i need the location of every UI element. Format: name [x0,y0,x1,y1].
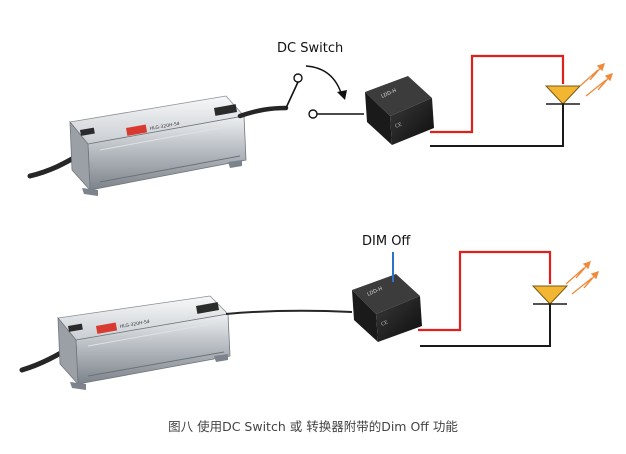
top-negative-wire [430,104,564,147]
bottom-positive-wire [418,250,552,332]
dim-off-label: DIM Off [362,234,411,249]
top-driver-label: HLG-320H-54 [149,121,180,132]
figure-caption: 图八 使用DC Switch 或 转换器附带的Dim Off 功能 [168,419,458,434]
switch-action-arrow [305,65,343,97]
bottom-ldd-converter: LDD-H CE [352,274,422,342]
bottom-diagram: HLG-320H-54 LDD-H CE DIM Off [19,234,600,390]
top-led-driver: HLG-320H-54 [69,95,247,196]
top-light-arrows [579,62,614,97]
bottom-output-cable [225,309,353,315]
bottom-driver-label: HLG-320H-54 [119,319,150,330]
top-output-cable [237,105,289,119]
top-ldd-converter: LDD-H CE [365,76,434,145]
bottom-light-arrows [565,260,600,295]
dc-switch-label: DC Switch [277,41,343,56]
svg-text:CE: CE [380,320,389,328]
svg-text:CE: CE [394,122,403,130]
bottom-led-icon [531,285,569,305]
bottom-negative-wire [420,304,551,347]
bottom-led-driver: HLG-320H-54 [57,295,231,390]
top-positive-wire [430,54,565,134]
dc-switch-symbol [285,65,364,119]
top-led-icon [544,85,582,105]
top-diagram: HLG-320H-54 DC Switch LDD-H CE [27,41,614,196]
